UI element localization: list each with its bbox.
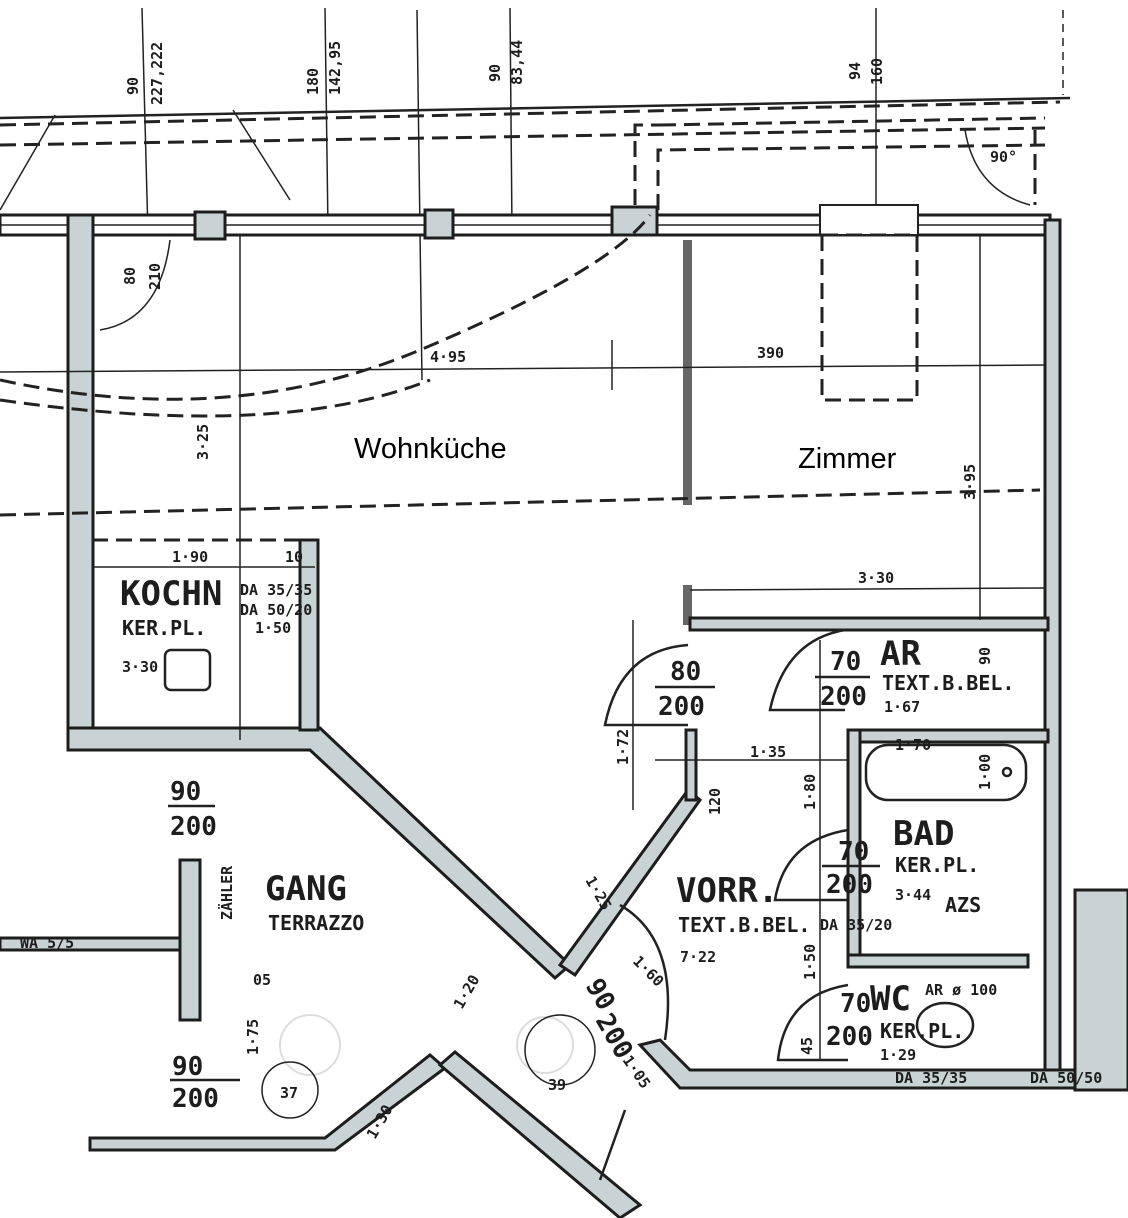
dim-label: 05: [253, 971, 271, 989]
bathtub: [864, 743, 1028, 802]
angle-label: 90°: [990, 148, 1017, 166]
room-area: 1·67: [884, 698, 920, 716]
top-dimension-lines: [141, 7, 1064, 381]
dim-label: 1·05: [619, 1052, 654, 1092]
dim-label: 45: [798, 1037, 816, 1055]
dim-label: 1·50: [801, 944, 819, 980]
drain-label: WA 5/5: [20, 934, 74, 952]
dim-label: 37: [280, 1084, 298, 1102]
door-height: 210: [146, 263, 164, 290]
room-area: 1·29: [880, 1046, 916, 1064]
dim-label: 142,95: [326, 41, 344, 95]
room-name: AR: [880, 634, 921, 674]
dim-label: 160: [868, 58, 886, 85]
door-width: 70: [830, 647, 861, 677]
dim-label: 10: [285, 548, 303, 566]
room-floor: KER.PL.: [895, 853, 979, 877]
room-name: WC: [870, 979, 911, 1019]
dim-label: 180: [304, 68, 322, 95]
dim-label: 90: [124, 77, 142, 95]
meter-label: ZÄHLER: [217, 865, 236, 920]
room-name: BAD: [893, 814, 954, 854]
room-floor: TERRAZZO: [268, 911, 364, 935]
door-height: 200: [820, 682, 867, 712]
dim-label: 227,222: [148, 42, 166, 105]
dim-label: 94: [846, 62, 864, 80]
door-width: 70: [838, 837, 869, 867]
door-width: 90: [170, 777, 201, 807]
door-width: 90: [172, 1052, 203, 1082]
dim-label: 1·20: [450, 972, 484, 1012]
stair-circle: [524, 1014, 596, 1086]
room-area: 3·44: [895, 886, 931, 904]
door-width: 70: [840, 989, 871, 1019]
room-wc: WC AR ø 100 KER.PL. 1·29: [870, 979, 997, 1064]
room-floor: TEXT.B.BEL.: [678, 913, 810, 937]
drain-label: DA 35/20: [820, 916, 892, 934]
top-dimension-labels: 90 227,222 180 142,95 90 83,44 94 160 80…: [121, 40, 1017, 290]
punch-hole: [279, 1014, 341, 1076]
dim-label: 1·72: [614, 729, 632, 765]
dim-label: 1·50: [255, 619, 291, 637]
dim-label: 1·00: [976, 754, 994, 790]
room-gang: GANG TERRAZZO ZÄHLER: [217, 865, 364, 935]
balcony-outline: [0, 96, 1071, 211]
room-floor: TEXT.B.BEL.: [882, 671, 1014, 695]
dim-label: 83,44: [508, 40, 526, 85]
room-name: VORR.: [676, 871, 778, 911]
dim-label: 90: [486, 64, 504, 82]
drain-label: DA 35/35: [895, 1069, 967, 1087]
dim-label: 39: [548, 1076, 566, 1094]
door-labels: 80 200 70 200 70 200 70 200 90 200 90 20…: [168, 647, 880, 1114]
punch-hole: [516, 1016, 574, 1074]
dim-label: 390: [757, 344, 784, 362]
drain-label: DA 35/35: [240, 581, 312, 599]
bathtub-drain: [1001, 766, 1013, 778]
room-label-zimmer: Zimmer: [798, 443, 897, 475]
drain-label: DA 50/50: [1030, 1069, 1102, 1087]
drain-label: DA 50/20: [240, 601, 312, 619]
dim-label: 1·90: [172, 548, 208, 566]
room-ar: AR TEXT.B.BEL. 1·67: [880, 634, 1014, 716]
sloped-ceiling-lines: [0, 214, 1041, 542]
kitchen-sink: [163, 648, 212, 692]
dim-label: 1·80: [801, 774, 819, 810]
toilet: [915, 1001, 975, 1049]
top-circle: [261, 1061, 319, 1119]
dim-label: 90: [976, 647, 994, 665]
door-width: 80: [670, 657, 701, 687]
door-height: 200: [170, 812, 217, 842]
walls: [0, 213, 1128, 1218]
room-name: KOCHN: [120, 574, 222, 614]
door-height: 200: [172, 1084, 219, 1114]
dim-label: 1·75: [244, 1019, 262, 1055]
dim-label: 1·70: [895, 736, 931, 754]
room-area: 7·22: [680, 948, 716, 966]
dim-label: 3·95: [961, 464, 979, 500]
room-label-wohnkueche: Wohnküche: [354, 433, 507, 465]
dim-label: 1·35: [750, 743, 786, 761]
room-bad: BAD KER.PL. 3·44 AZS DA 35/20: [820, 814, 981, 934]
dim-label: 3·30: [858, 569, 894, 587]
dim-label: 120: [706, 788, 724, 815]
door-height: 200: [658, 692, 705, 722]
exterior-wall-top: [0, 204, 1052, 241]
room-extra: AR ø 100: [925, 981, 997, 999]
room-floor: KER.PL.: [122, 616, 206, 640]
room-extra: AZS: [945, 893, 981, 917]
dim-label: 3·25: [194, 424, 212, 460]
room-kochn: KOCHN KER.PL. 3·30 DA 35/35 DA 50/20 1·5…: [120, 574, 312, 676]
door-height: 200: [826, 1022, 873, 1052]
room-vorr: VORR. TEXT.B.BEL. 7·22: [676, 871, 810, 966]
door-swings: [99, 239, 849, 1181]
door-width: 80: [121, 267, 139, 285]
room-floor: KER.PL.: [880, 1019, 964, 1043]
door-height: 200: [826, 870, 873, 900]
dim-label: 4·95: [430, 348, 466, 366]
room-area: 3·30: [122, 658, 158, 676]
room-name: GANG: [265, 869, 347, 909]
